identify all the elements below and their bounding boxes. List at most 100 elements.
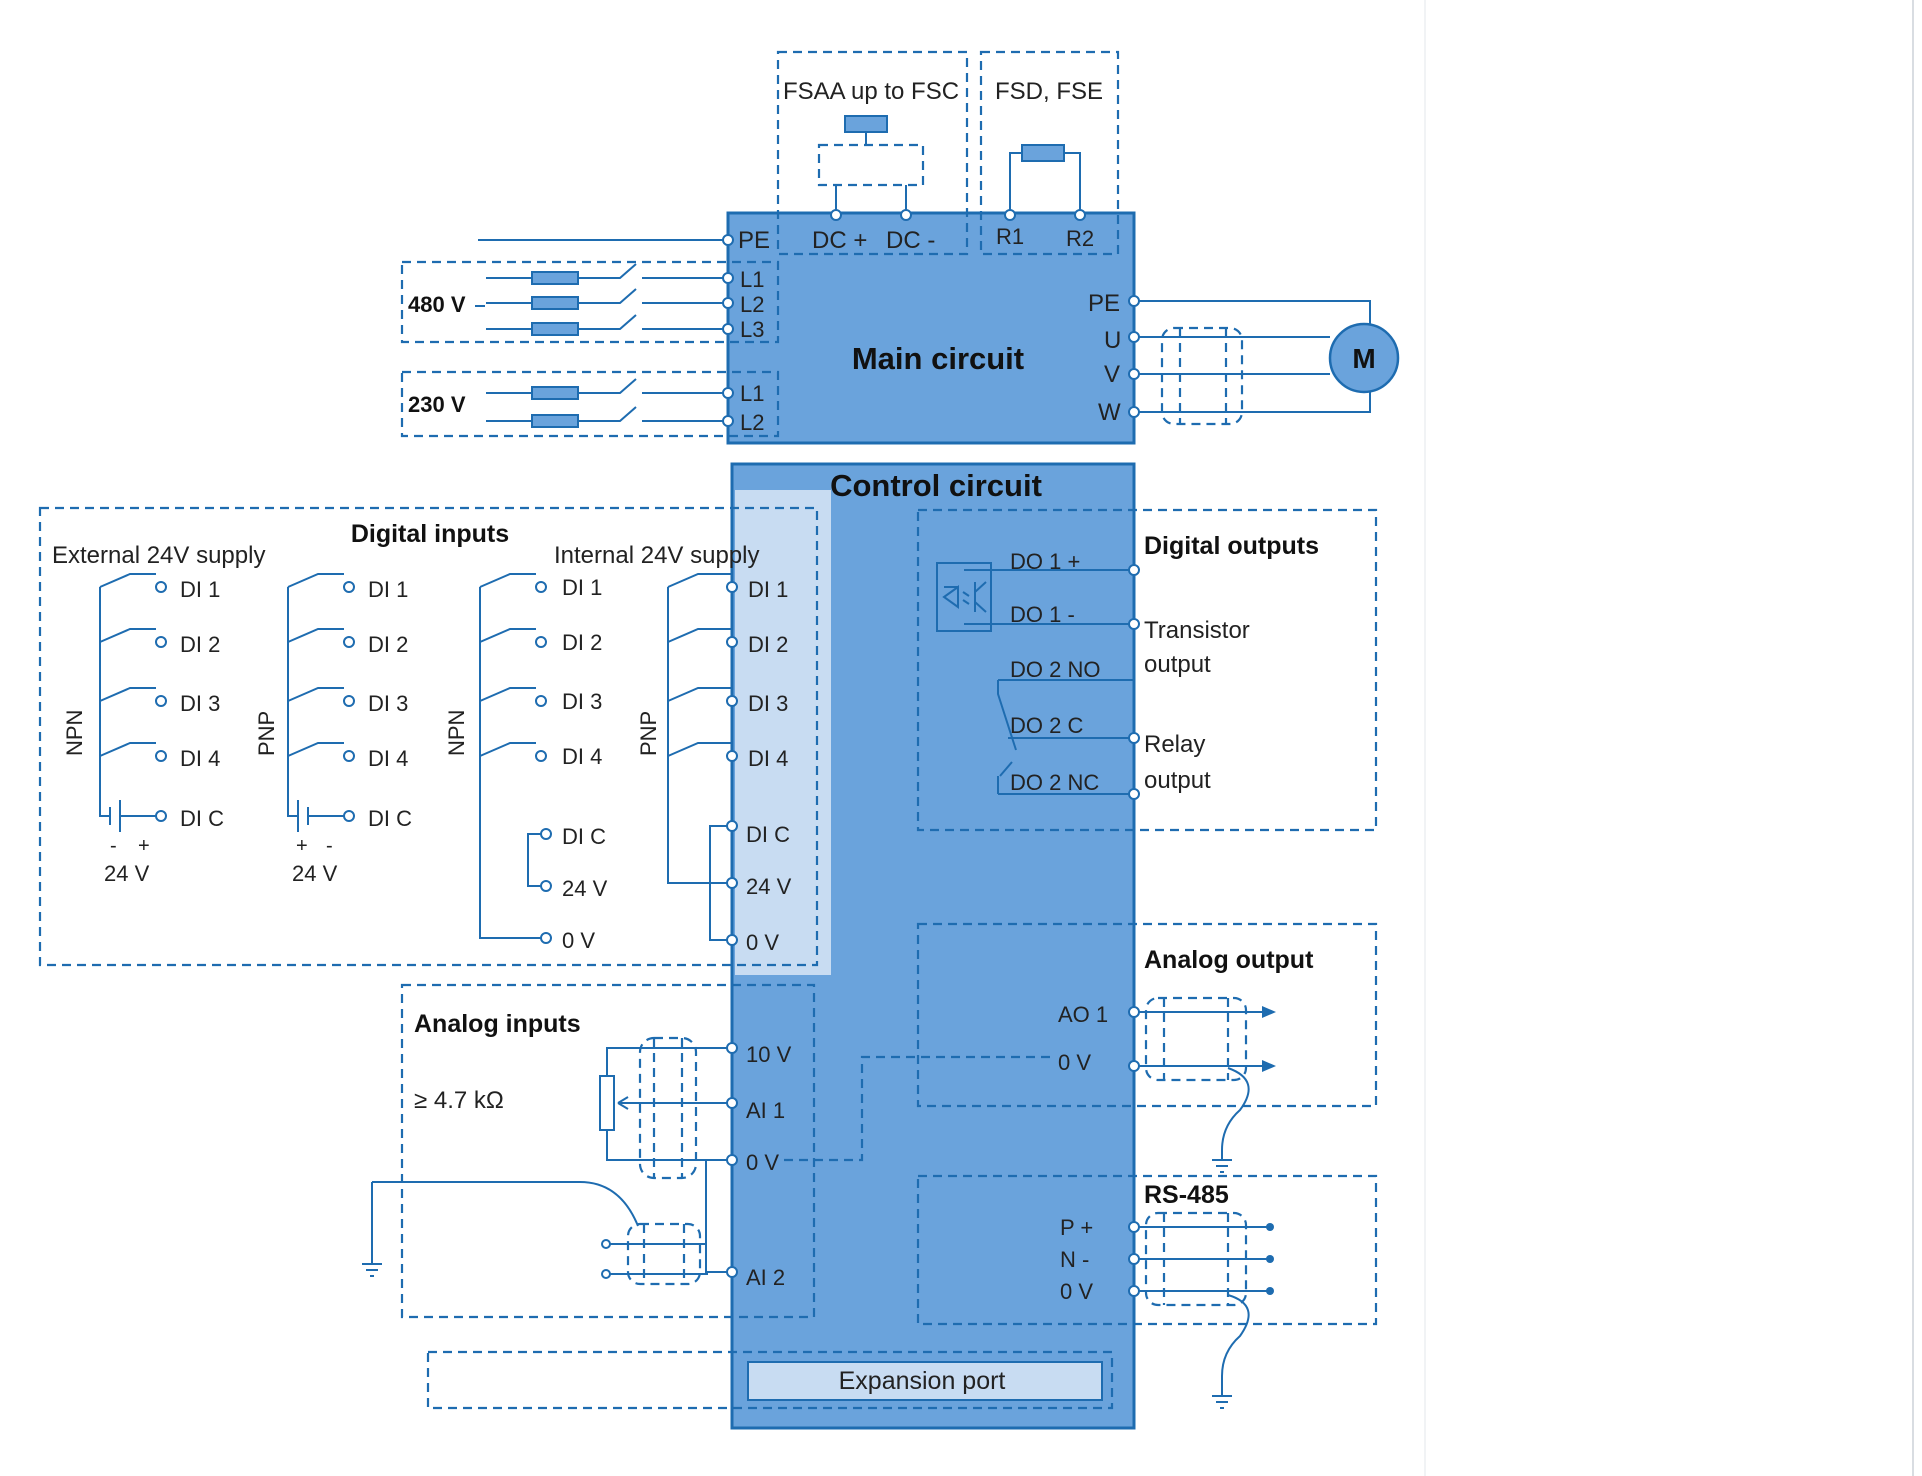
do2-no-label: DO 2 NO <box>1010 657 1100 682</box>
motor-circle <box>1328 322 1400 394</box>
supply-230v-label: 230 V <box>408 392 466 417</box>
supply-480v-box <box>400 260 780 344</box>
digital-outputs-box <box>916 508 1378 832</box>
digital-inputs-title: Digital inputs <box>351 520 509 548</box>
rs485-box <box>916 1174 1378 1326</box>
int-pnp-24v: 24 V <box>746 874 792 899</box>
ext-pnp-24v: 24 V <box>292 861 338 886</box>
digital-outputs-title: Digital outputs <box>1144 532 1319 560</box>
ext-pnp-label: PNP <box>254 711 279 756</box>
analog-inputs-section: Analog inputs ≥ 4.7 kΩ 10 V AI 1 0 V AI … <box>362 983 1052 1319</box>
ext-pnp-group: DI 1 DI 2 DI 3 DI 4 DI C + - 24 V PNP <box>254 573 412 886</box>
int-pnp-di2: DI 2 <box>748 632 788 657</box>
do2-nc-label: DO 2 NC <box>1010 770 1099 795</box>
int-npn-label: NPN <box>444 710 469 756</box>
ext-npn-24v: 24 V <box>104 861 150 886</box>
pe-label: PE <box>738 227 770 254</box>
int-npn-di4: DI 4 <box>562 744 602 769</box>
control-circuit-title: Control circuit <box>830 468 1042 503</box>
dc-minus-label: DC - <box>886 227 935 254</box>
l1-230-label: L1 <box>740 381 764 406</box>
relay-output-line2: output <box>1144 767 1211 794</box>
main-circuit: Main circuit FSAA up to FSC FSD, FSE PE … <box>400 50 1400 445</box>
far-right-edge-rule <box>1912 0 1914 1476</box>
resistance-label: ≥ 4.7 kΩ <box>414 1087 504 1114</box>
analog-inputs-title: Analog inputs <box>414 1010 581 1038</box>
ai2-cable-shield <box>626 1222 702 1286</box>
ai-0v-label: 0 V <box>746 1150 779 1175</box>
do1-minus-label: DO 1 - <box>1010 602 1075 627</box>
control-circuit: Control circuit Expansion port <box>426 462 1136 1430</box>
main-circuit-title: Main circuit <box>852 341 1024 376</box>
ai2-label: AI 2 <box>746 1265 785 1290</box>
ext-npn-group: DI 1 DI 2 DI 3 DI 4 DI C - + 24 V NPN <box>62 573 224 886</box>
int-npn-dic: DI C <box>562 824 606 849</box>
analog-output-box <box>916 922 1378 1108</box>
brake-fsd-box <box>979 50 1120 256</box>
supply-230v-lines <box>486 378 734 428</box>
ext-npn-label: NPN <box>62 710 87 756</box>
rs485-section: RS-485 P + N - 0 V <box>916 1174 1378 1409</box>
internal-supply-label: Internal 24V supply <box>554 542 759 569</box>
v-label: V <box>1104 361 1120 388</box>
u-label: U <box>1104 327 1121 354</box>
ext-pnp-minus: - <box>326 835 333 857</box>
ao1-label: AO 1 <box>1058 1002 1108 1027</box>
ext-npn-di3: DI 3 <box>180 691 220 716</box>
ao-0v-label: 0 V <box>1058 1050 1091 1075</box>
analog-inputs-box <box>400 983 816 1319</box>
ext-npn-minus: - <box>110 835 117 857</box>
do2-c-label: DO 2 C <box>1010 713 1083 738</box>
ext-npn-dic: DI C <box>180 806 224 831</box>
optocoupler-icon <box>936 562 992 632</box>
main-circuit-box <box>726 211 1136 445</box>
brake-resistor-fsaa <box>844 115 888 133</box>
relay-output-line1: Relay <box>1144 731 1205 758</box>
digital-inputs-section: Digital inputs External 24V supply Inter… <box>38 506 819 967</box>
analog-output-section: Analog output AO 1 0 V <box>916 922 1378 1173</box>
int-pnp-group: DI 1 DI 2 DI 3 DI 4 DI C 24 V 0 V PNP <box>636 573 792 955</box>
int-pnp-di1: DI 1 <box>748 577 788 602</box>
brake-fsaa-label: FSAA up to FSC <box>783 78 959 105</box>
brake-fsaa-box <box>776 50 969 256</box>
brake-fsd-label: FSD, FSE <box>995 78 1103 105</box>
l3-480-label: L3 <box>740 317 764 342</box>
int-npn-di2: DI 2 <box>562 630 602 655</box>
ext-pnp-di2: DI 2 <box>368 632 408 657</box>
ai1-label: AI 1 <box>746 1098 785 1123</box>
transistor-output-line1: Transistor <box>1144 617 1250 644</box>
ext-npn-plus: + <box>138 835 150 857</box>
potentiometer <box>599 1075 615 1131</box>
int-pnp-di4: DI 4 <box>748 746 788 771</box>
ext-pnp-di4: DI 4 <box>368 746 408 771</box>
motor-cable-shield <box>1160 326 1244 426</box>
rs485-0v: 0 V <box>1060 1279 1093 1304</box>
expansion-port-outline <box>426 1350 1114 1410</box>
digital-input-highlight <box>735 490 831 975</box>
expansion-port-box <box>747 1361 1103 1401</box>
ext-pnp-di3: DI 3 <box>368 691 408 716</box>
int-pnp-label: PNP <box>636 711 661 756</box>
ext-npn-di4: DI 4 <box>180 746 220 771</box>
int-npn-0v: 0 V <box>562 928 595 953</box>
external-supply-label: External 24V supply <box>52 542 265 569</box>
supply-480v-lines <box>486 263 734 336</box>
ai-10v-label: 10 V <box>746 1042 792 1067</box>
l2-480-label: L2 <box>740 292 764 317</box>
r1-label: R1 <box>996 224 1024 249</box>
ext-pnp-plus: + <box>296 835 308 857</box>
digital-inputs-box <box>38 506 819 967</box>
ext-pnp-dic: DI C <box>368 806 412 831</box>
r2-label: R2 <box>1066 226 1094 251</box>
pe-out-label: PE <box>1088 290 1120 317</box>
supply-480v-label: 480 V <box>408 292 466 317</box>
int-npn-di1: DI 1 <box>562 575 602 600</box>
int-npn-di3: DI 3 <box>562 689 602 714</box>
int-pnp-di3: DI 3 <box>748 691 788 716</box>
rs485-title: RS-485 <box>1144 1181 1229 1209</box>
rs485-cable-shield <box>1144 1211 1248 1307</box>
w-label: W <box>1098 399 1121 426</box>
int-npn-group: DI 1 DI 2 DI 3 DI 4 DI C 24 V 0 V NPN <box>444 573 608 953</box>
dc-plus-label: DC + <box>812 227 867 254</box>
